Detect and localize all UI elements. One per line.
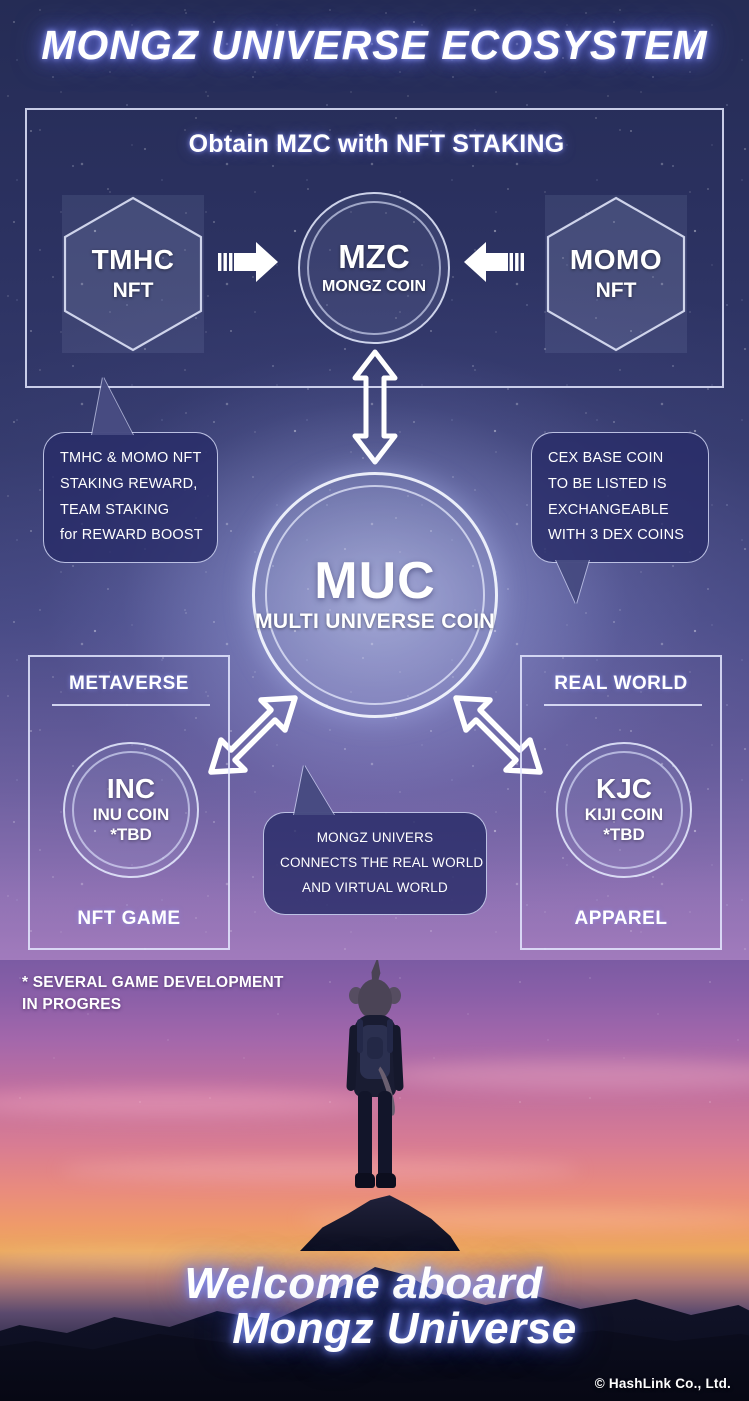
node-muc-sub: MULTI UNIVERSE COIN xyxy=(255,610,495,634)
node-tmhc-nft[interactable]: TMHC NFT xyxy=(62,195,204,353)
node-mzc-sub: MONGZ COIN xyxy=(322,277,426,295)
callout-line: STAKING REWARD, xyxy=(60,475,198,492)
double-arrow-vertical-icon xyxy=(352,349,398,465)
copyright-notice: © HashLink Co., Ltd. xyxy=(594,1376,731,1391)
node-momo-label: MOMO xyxy=(569,244,663,276)
callout-line: CEX BASE COIN xyxy=(548,450,664,466)
callout-line: TO BE LISTED IS xyxy=(548,475,667,492)
page-title: MONGZ UNIVERSE ECOSYSTEM xyxy=(41,22,708,68)
boot-right xyxy=(376,1173,396,1188)
head xyxy=(358,979,392,1019)
node-momo-nft[interactable]: MOMO NFT xyxy=(545,195,687,353)
backpack-strap-left xyxy=(357,1019,363,1053)
callout-line: for REWARD BOOST xyxy=(60,527,203,544)
panel-real-world-title: REAL WORLD xyxy=(554,673,688,694)
arrow-left-solid-icon xyxy=(464,242,524,282)
callout-tail xyxy=(294,765,334,815)
callout-cex-base-coin: CEX BASE COIN TO BE LISTED IS EXCHANGEAB… xyxy=(531,432,709,605)
node-kjc-sub2: *TBD xyxy=(603,825,645,844)
arrow-right-solid-icon xyxy=(218,242,278,282)
callout-line: WITH 3 DEX COINS xyxy=(548,527,685,544)
double-arrow-diagonal-icon xyxy=(453,695,543,775)
welcome-line2: Mongz Universe xyxy=(232,1303,577,1353)
node-tmhc-label: TMHC xyxy=(91,244,175,276)
node-muc-label: MUC xyxy=(314,552,436,611)
leg-left xyxy=(358,1091,372,1179)
node-muc-coin[interactable]: MUC MULTI UNIVERSE COIN xyxy=(252,472,498,718)
callout-line: CONNECTS THE REAL WORLD xyxy=(280,854,484,870)
panel-divider xyxy=(544,704,702,706)
backpack-strap-right xyxy=(387,1019,393,1053)
node-kjc-coin[interactable]: KJC KIJI COIN *TBD xyxy=(556,742,692,878)
panel-divider xyxy=(52,704,210,706)
cloud-streak xyxy=(60,1160,580,1180)
callout-tail xyxy=(556,560,589,605)
callout-line: MONGZ UNIVERS xyxy=(316,830,434,845)
development-note-line1: * SEVERAL GAME DEVELOPMENT xyxy=(22,974,284,991)
panel-metaverse-footer: NFT GAME xyxy=(77,908,181,929)
welcome-message: Welcome aboard Mongz Universe xyxy=(0,1259,749,1353)
node-mzc-label: MZC xyxy=(338,237,410,275)
backpack xyxy=(360,1025,390,1079)
callout-line: TMHC & MOMO NFT xyxy=(60,450,202,466)
callout-mongz-univers: MONGZ UNIVERS CONNECTS THE REAL WORLD AN… xyxy=(263,765,487,915)
node-mzc-coin[interactable]: MZC MONGZ COIN xyxy=(298,192,450,344)
node-inc-coin[interactable]: INC INU COIN *TBD xyxy=(63,742,199,878)
staking-section-heading: Obtain MZC with NFT STAKING xyxy=(188,130,565,158)
callout-staking-reward: TMHC & MOMO NFT STAKING REWARD, TEAM STA… xyxy=(43,377,218,564)
monkey-character-silhouette xyxy=(332,963,418,1205)
welcome-line1: Welcome aboard xyxy=(184,1259,543,1308)
hexagon-icon xyxy=(63,196,203,352)
staking-section: Obtain MZC with NFT STAKING xyxy=(25,108,724,388)
cloud-streak xyxy=(0,1250,340,1266)
node-momo-sub: NFT xyxy=(595,278,637,302)
boot-left xyxy=(355,1173,375,1188)
node-kjc-label: KJC xyxy=(595,773,652,805)
node-inc-sub: INU COIN xyxy=(92,805,170,825)
node-kjc-sub: KIJI COIN xyxy=(584,805,664,825)
development-note-line2: IN PROGRES xyxy=(22,996,122,1014)
node-inc-label: INC xyxy=(106,773,156,805)
callout-tail xyxy=(92,377,133,435)
hexagon-icon xyxy=(546,196,686,352)
panel-metaverse-title: METAVERSE xyxy=(69,673,189,694)
node-inc-sub2: *TBD xyxy=(110,825,152,844)
panel-real-world: REAL WORLD APPAREL xyxy=(520,655,722,950)
sunset-photo xyxy=(0,960,749,1401)
callout-line: EXCHANGEABLE xyxy=(548,501,669,518)
leg-right xyxy=(378,1091,392,1179)
callout-line: TEAM STAKING xyxy=(60,501,170,518)
callout-line: AND VIRTUAL WORLD xyxy=(302,879,448,895)
panel-metaverse: METAVERSE NFT GAME xyxy=(28,655,230,950)
double-arrow-diagonal-icon xyxy=(208,695,298,775)
cloud-streak xyxy=(380,1060,749,1090)
panel-real-world-footer: APPAREL xyxy=(574,908,668,929)
cloud-streak xyxy=(0,1090,380,1116)
development-note: * SEVERAL GAME DEVELOPMENT IN PROGRES xyxy=(22,972,342,1017)
node-tmhc-sub: NFT xyxy=(112,278,154,302)
